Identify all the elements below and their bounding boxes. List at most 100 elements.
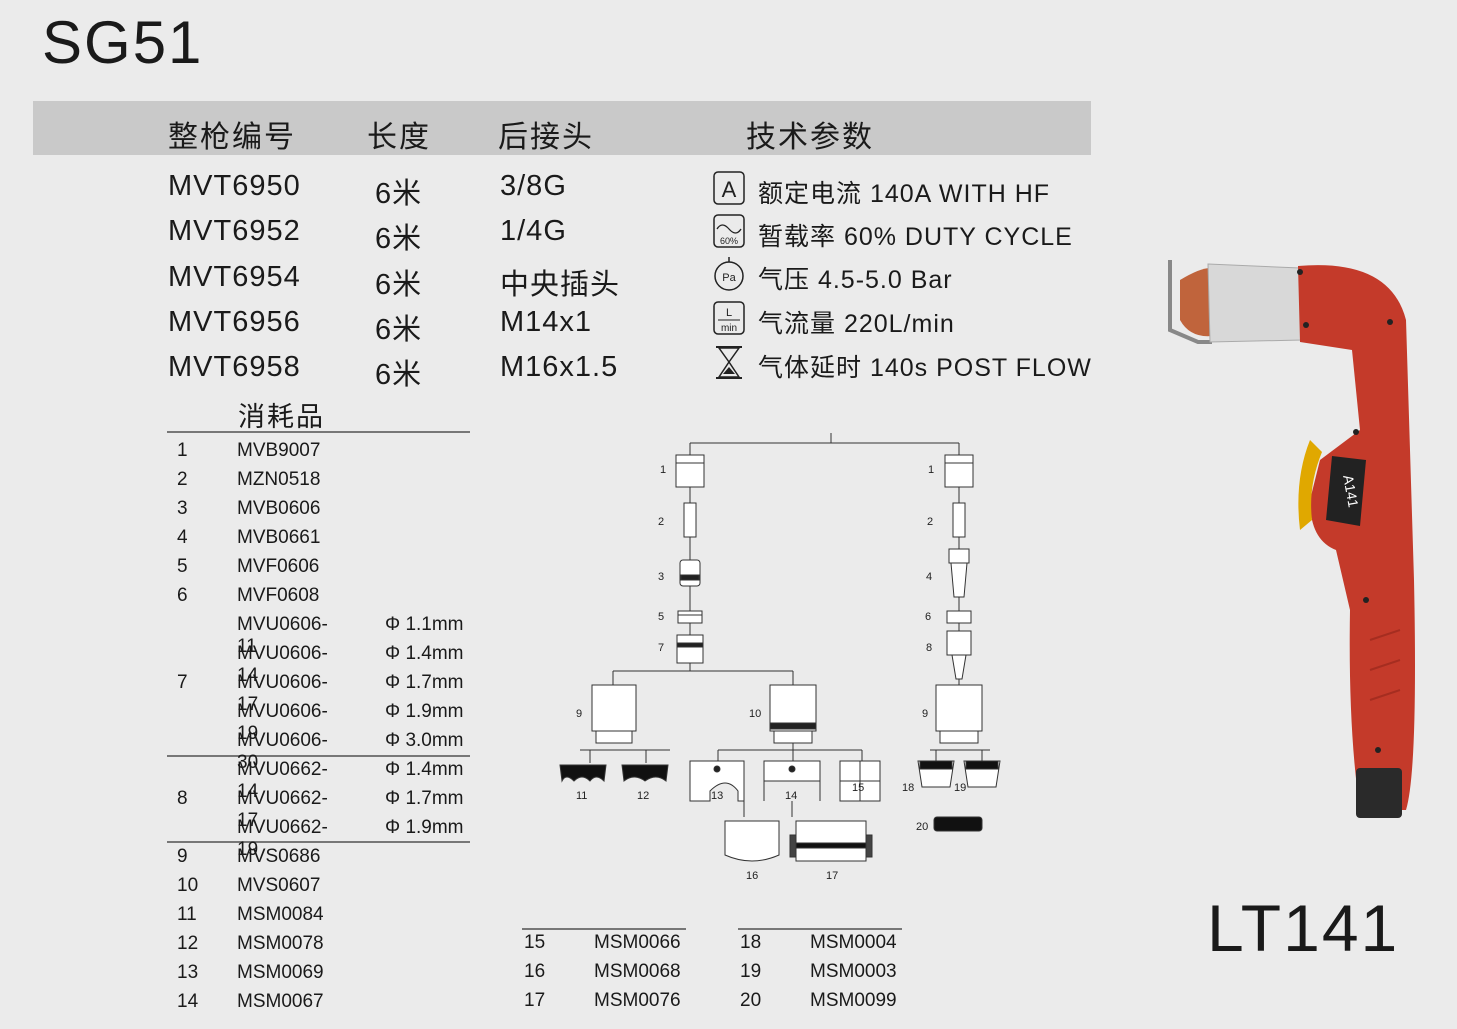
torch-length: 6米: [375, 269, 423, 301]
consumables-title: 消耗品: [238, 402, 325, 433]
header-connector: 后接头: [498, 120, 594, 155]
hourglass-icon: [716, 346, 742, 379]
torch-illustration: A141: [1168, 260, 1415, 818]
consumable-diameter: Φ 1.9mm: [385, 701, 464, 722]
pressure-icon-text: Pa: [722, 272, 736, 284]
consumable-code: MVU0662-17: [237, 788, 328, 831]
diagram-part-label: 11: [576, 790, 587, 802]
part-code: MSM0004: [810, 932, 897, 953]
part-number: 17: [524, 990, 546, 1011]
torch-label: A141: [1340, 474, 1361, 509]
divider: [522, 928, 686, 930]
consumable-number: 10: [177, 875, 199, 896]
consumable-code: MVS0607: [237, 875, 321, 896]
diagram-part-label: 15: [852, 782, 864, 794]
torch-length: 6米: [375, 359, 423, 391]
current-icon-text: A: [722, 177, 737, 202]
consumable-number: 13: [177, 962, 199, 983]
diagram-part-label: 9: [576, 708, 582, 720]
consumable-code: MSM0069: [237, 962, 324, 983]
torch-code: MVT6952: [168, 215, 301, 247]
current-icon: A: [713, 171, 745, 205]
torch-code: MVT6950: [168, 170, 301, 202]
consumable-number: 3: [177, 498, 188, 519]
consumable-code: MSM0084: [237, 904, 324, 925]
diagram-part-label: 1: [660, 464, 666, 476]
torch-length: 6米: [375, 178, 423, 210]
consumable-code: MVF0608: [237, 585, 320, 606]
diagram-part-label: 2: [927, 516, 933, 528]
consumable-number: 8: [177, 788, 188, 809]
torch-length: 6米: [375, 314, 423, 346]
part-code: MSM0068: [594, 961, 681, 982]
consumable-code: MVU0606-11: [237, 614, 328, 657]
consumable-code: MVB0661: [237, 527, 321, 548]
part-code: MSM0099: [810, 990, 897, 1011]
torch-code: MVT6954: [168, 261, 301, 293]
spec-pressure: Pa 气压 4.5-5.0 Bar: [712, 256, 1112, 294]
duty-cycle-icon: 60%: [713, 214, 745, 248]
consumable-number: 9: [177, 846, 188, 867]
consumable-number: 4: [177, 527, 188, 548]
divider: [167, 755, 470, 757]
svg-text:min: min: [721, 323, 737, 334]
spec-text: 气体延时 140s POST FLOW: [758, 354, 1092, 382]
diagram-part-label: 12: [637, 790, 649, 802]
divider: [167, 431, 470, 433]
divider: [738, 928, 902, 930]
consumable-code: MVU0662-19: [237, 817, 328, 860]
consumable-code: MVU0662-14: [237, 759, 328, 802]
part-code: MSM0076: [594, 990, 681, 1011]
spec-duty-cycle: 60% 暂载率 60% DUTY CYCLE: [712, 213, 1112, 251]
diagram-part-label: 4: [926, 571, 932, 583]
spec-text: 气压 4.5-5.0 Bar: [758, 266, 953, 294]
part-number: 18: [740, 932, 762, 953]
consumable-number: 7: [177, 672, 188, 693]
consumable-number: 2: [177, 469, 188, 490]
diagram-part-label: 9: [922, 708, 928, 720]
consumable-diameter: Φ 3.0mm: [385, 730, 464, 751]
divider: [167, 841, 470, 843]
diagram-part-label: 1: [928, 464, 934, 476]
model-title: SG51: [42, 9, 204, 76]
consumable-number: 1: [177, 440, 188, 461]
header-specs: 技术参数: [746, 120, 874, 155]
spec-post-flow: 气体延时 140s POST FLOW: [712, 344, 1112, 382]
consumable-code: MVU0606-17: [237, 672, 328, 715]
header-length: 长度: [367, 120, 431, 155]
svg-text:L: L: [726, 307, 732, 319]
part-number: 20: [740, 990, 762, 1011]
consumable-diameter: Φ 1.1mm: [385, 614, 464, 635]
consumable-code: MSM0067: [237, 991, 324, 1012]
diagram-part-label: 7: [658, 642, 664, 654]
header-band: [33, 101, 1091, 155]
consumable-code: MVU0606-19: [237, 701, 328, 744]
diagram-part-label: 18: [902, 782, 914, 794]
diagram-part-label: 10: [749, 708, 761, 720]
part-number: 16: [524, 961, 546, 982]
torch-length: 6米: [375, 223, 423, 255]
torch-connector: 1/4G: [500, 215, 567, 247]
consumable-code: MVU0606-14: [237, 643, 328, 686]
flow-icon: L min: [713, 301, 745, 335]
consumable-code: MVB9007: [237, 440, 321, 461]
header-code: 整枪编号: [168, 120, 296, 155]
diagram-part-label: 19: [954, 782, 966, 794]
consumable-code: MVU0606-30: [237, 730, 328, 773]
torch-connector: M16x1.5: [500, 351, 619, 383]
consumable-code: MVF0606: [237, 556, 320, 577]
diagram-part-label: 2: [658, 516, 664, 528]
part-number: 19: [740, 961, 762, 982]
torch-connector: 中央插头: [500, 269, 621, 301]
part-number: 15: [524, 932, 546, 953]
diagram-part-label: 16: [746, 870, 758, 882]
consumable-diameter: Φ 1.9mm: [385, 817, 464, 838]
diagram-part-label: 17: [826, 870, 838, 882]
diagram-part-label: 8: [926, 642, 932, 654]
consumable-code: MVS0686: [237, 846, 321, 867]
diagram-part-label: 5: [658, 611, 664, 623]
spec-text: 气流量 220L/min: [758, 310, 955, 338]
consumable-code: MZN0518: [237, 469, 321, 490]
consumable-number: 6: [177, 585, 188, 606]
